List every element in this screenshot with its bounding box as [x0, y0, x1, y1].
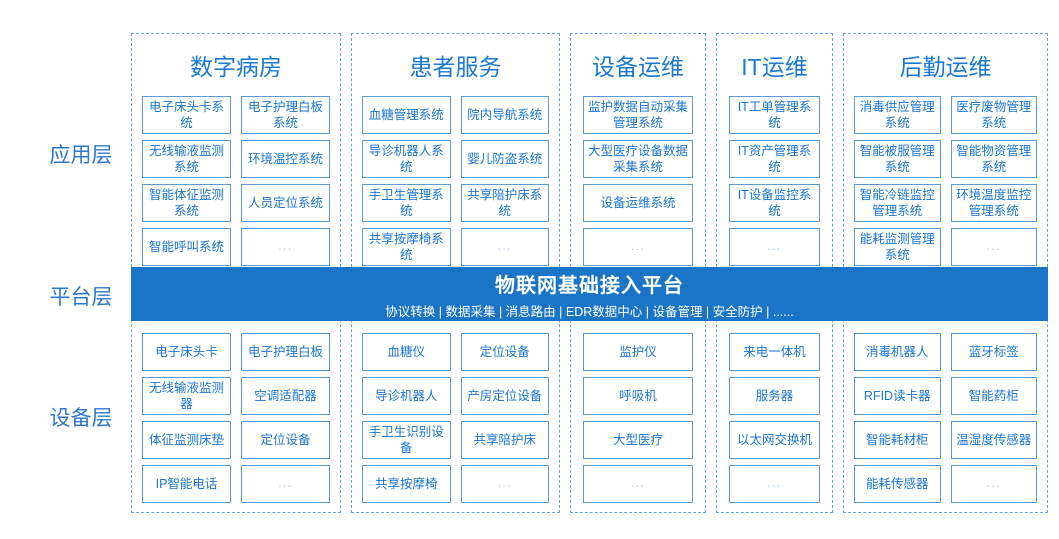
application-box-grid: IT工单管理系统 IT资产管理系统 IT设备监控系统 ...	[717, 96, 832, 266]
device-box: 监护仪	[583, 333, 693, 371]
app-box: 无线输液监测系统	[142, 140, 231, 178]
device-box: 消毒机器人	[854, 333, 941, 371]
device-box: 服务器	[729, 377, 820, 415]
app-box: IT资产管理系统	[729, 140, 820, 178]
column-patient-services: 患者服务 血糖管理系统 院内导航系统 导诊机器人系统 婴儿防盗系统 手卫生管理系…	[351, 33, 560, 513]
device-box: 导诊机器人	[362, 377, 451, 415]
device-box-ellipsis: ...	[950, 465, 1037, 503]
app-box-ellipsis: ...	[950, 228, 1037, 266]
app-box: 人员定位系统	[241, 184, 330, 222]
device-box: IP智能电话	[142, 465, 231, 503]
app-box: 电子护理白板系统	[241, 96, 330, 134]
app-box: 设备运维系统	[583, 184, 693, 222]
column-title: 患者服务	[409, 54, 502, 80]
device-box: 温湿度传感器	[950, 421, 1037, 459]
column-title: IT运维	[741, 54, 808, 80]
app-box: 血糖管理系统	[362, 96, 451, 134]
application-box-grid: 电子床头卡系统 电子护理白板系统 无线输液监测系统 环境温控系统 智能体征监测系…	[132, 96, 340, 266]
device-box: 来电一体机	[729, 333, 820, 371]
layer-label-device: 设备层	[49, 407, 113, 430]
device-box: 定位设备	[460, 333, 549, 371]
device-box: 以太网交换机	[729, 421, 820, 459]
app-box-ellipsis: ...	[241, 228, 330, 266]
app-box: 环境温度监控管理系统	[950, 184, 1037, 222]
device-box-grid: 监护仪 呼吸机 大型医疗 ...	[571, 333, 705, 503]
device-box: 体征监测床垫	[142, 421, 231, 459]
app-box: 消毒供应管理系统	[854, 96, 941, 134]
device-box-grid: 电子床头卡 电子护理白板 无线输液监测器 空调适配器 体征监测床垫 定位设备 I…	[132, 333, 340, 503]
device-box: 呼吸机	[583, 377, 693, 415]
app-box: 共享按摩椅系统	[362, 228, 451, 266]
app-box: 智能物资管理系统	[950, 140, 1037, 178]
column-title: 数字病房	[190, 54, 282, 80]
app-box: IT工单管理系统	[729, 96, 820, 134]
device-box: RFID读卡器	[854, 377, 941, 415]
device-box: 手卫生识别设备	[362, 421, 451, 459]
device-box-grid: 消毒机器人 蓝牙标签 RFID读卡器 智能药柜 智能耗材柜 温湿度传感器 能耗传…	[844, 333, 1047, 503]
app-box: 院内导航系统	[460, 96, 549, 134]
layer-label-platform: 平台层	[49, 286, 113, 309]
app-box: 共享陪护床系统	[460, 184, 549, 222]
device-box-grid: 来电一体机 服务器 以太网交换机 ...	[717, 333, 832, 503]
device-box-ellipsis: ...	[583, 465, 693, 503]
app-box: 监护数据自动采集管理系统	[583, 96, 693, 134]
device-box: 空调适配器	[241, 377, 330, 415]
device-box: 能耗传感器	[854, 465, 941, 503]
app-box: 婴儿防盗系统	[460, 140, 549, 178]
app-box-ellipsis: ...	[729, 228, 820, 266]
column-digital-ward: 数字病房 电子床头卡系统 电子护理白板系统 无线输液监测系统 环境温控系统 智能…	[131, 33, 341, 513]
column-logistics-ops: 后勤运维 消毒供应管理系统 医疗废物管理系统 智能被服管理系统 智能物资管理系统…	[843, 33, 1048, 513]
app-box: 智能体征监测系统	[142, 184, 231, 222]
device-box-grid: 血糖仪 定位设备 导诊机器人 产房定位设备 手卫生识别设备 共享陪护床 共享按摩…	[352, 333, 559, 503]
app-box: 智能冷链监控管理系统	[854, 184, 941, 222]
application-box-grid: 血糖管理系统 院内导航系统 导诊机器人系统 婴儿防盗系统 手卫生管理系统 共享陪…	[352, 96, 559, 266]
device-box: 智能药柜	[950, 377, 1037, 415]
device-box-ellipsis: ...	[460, 465, 549, 503]
layer-label-application: 应用层	[49, 144, 113, 167]
application-box-grid: 监护数据自动采集管理系统 大型医疗设备数据采集系统 设备运维系统 ...	[571, 96, 705, 266]
device-box: 电子护理白板	[241, 333, 330, 371]
device-box: 大型医疗	[583, 421, 693, 459]
device-box-ellipsis: ...	[241, 465, 330, 503]
app-box-ellipsis: ...	[460, 228, 549, 266]
column-title: 设备运维	[592, 54, 684, 80]
app-box: 环境温控系统	[241, 140, 330, 178]
application-box-grid: 消毒供应管理系统 医疗废物管理系统 智能被服管理系统 智能物资管理系统 智能冷链…	[844, 96, 1047, 266]
app-box: 智能呼叫系统	[142, 228, 231, 266]
app-box-ellipsis: ...	[583, 228, 693, 266]
app-box: 大型医疗设备数据采集系统	[583, 140, 693, 178]
column-equipment-ops: 设备运维 监护数据自动采集管理系统 大型医疗设备数据采集系统 设备运维系统 ..…	[570, 33, 706, 513]
device-box: 无线输液监测器	[142, 377, 231, 415]
device-box: 产房定位设备	[460, 377, 549, 415]
device-box: 共享按摩椅	[362, 465, 451, 503]
app-box: 智能被服管理系统	[854, 140, 941, 178]
platform-band: 物联网基础接入平台 协议转换 | 数据采集 | 消息路由 | EDR数据中心 |…	[131, 267, 1048, 321]
app-box: IT设备监控系统	[729, 184, 820, 222]
app-box: 手卫生管理系统	[362, 184, 451, 222]
app-box: 医疗废物管理系统	[950, 96, 1037, 134]
device-box: 血糖仪	[362, 333, 451, 371]
platform-band-title: 物联网基础接入平台	[495, 274, 684, 297]
app-box: 能耗监测管理系统	[854, 228, 941, 266]
platform-band-subtitle: 协议转换 | 数据采集 | 消息路由 | EDR数据中心 | 设备管理 | 安全…	[385, 304, 794, 319]
device-box-ellipsis: ...	[729, 465, 820, 503]
device-box: 电子床头卡	[142, 333, 231, 371]
columns-row: 数字病房 电子床头卡系统 电子护理白板系统 无线输液监测系统 环境温控系统 智能…	[131, 33, 1048, 513]
device-box: 智能耗材柜	[854, 421, 941, 459]
device-box: 蓝牙标签	[950, 333, 1037, 371]
app-box: 导诊机器人系统	[362, 140, 451, 178]
app-box: 电子床头卡系统	[142, 96, 231, 134]
device-box: 定位设备	[241, 421, 330, 459]
column-title: 后勤运维	[899, 54, 992, 80]
device-box: 共享陪护床	[460, 421, 549, 459]
